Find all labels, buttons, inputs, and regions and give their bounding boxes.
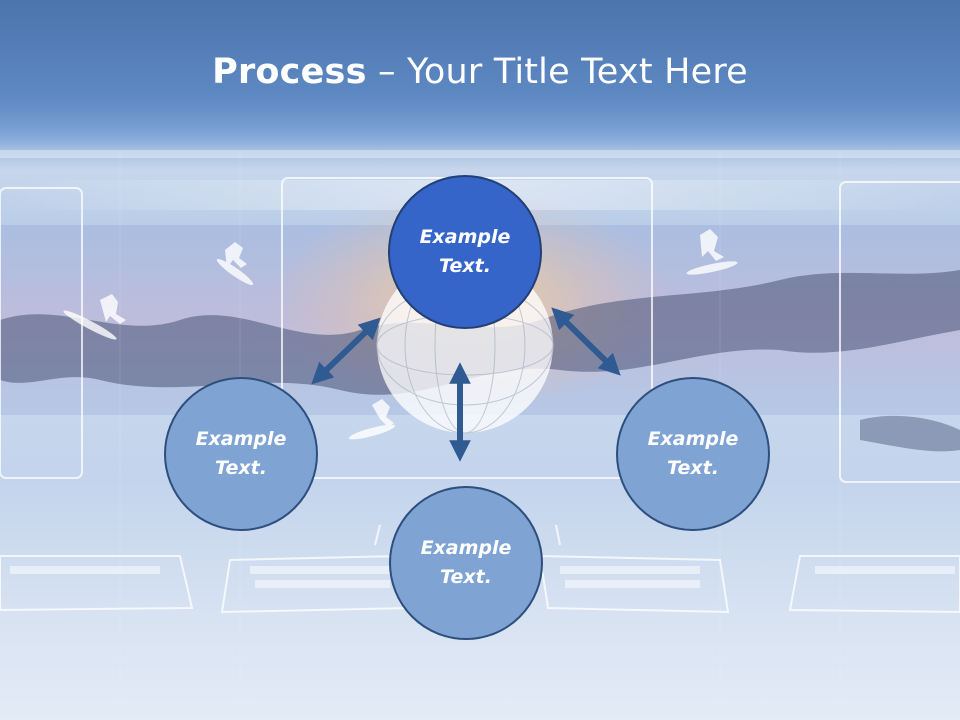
center-node-label: Example Text. — [419, 226, 511, 277]
bottom-node-label: Example Text. — [420, 537, 512, 588]
left-node-label: Example Text. — [195, 428, 287, 479]
slide-title: Process – Your Title Text Here — [0, 52, 960, 92]
left-node: Example Text. — [164, 377, 318, 531]
header-band — [0, 0, 960, 150]
title-rest: – Your Title Text Here — [366, 52, 748, 92]
arrow-top-right — [551, 307, 621, 376]
right-node-label: Example Text. — [647, 428, 739, 479]
right-node: Example Text. — [616, 377, 770, 531]
title-bold: Process — [212, 52, 367, 92]
center-node: Example Text. — [388, 175, 542, 329]
bottom-node: Example Text. — [389, 486, 543, 640]
arrow-top-left — [311, 317, 381, 385]
